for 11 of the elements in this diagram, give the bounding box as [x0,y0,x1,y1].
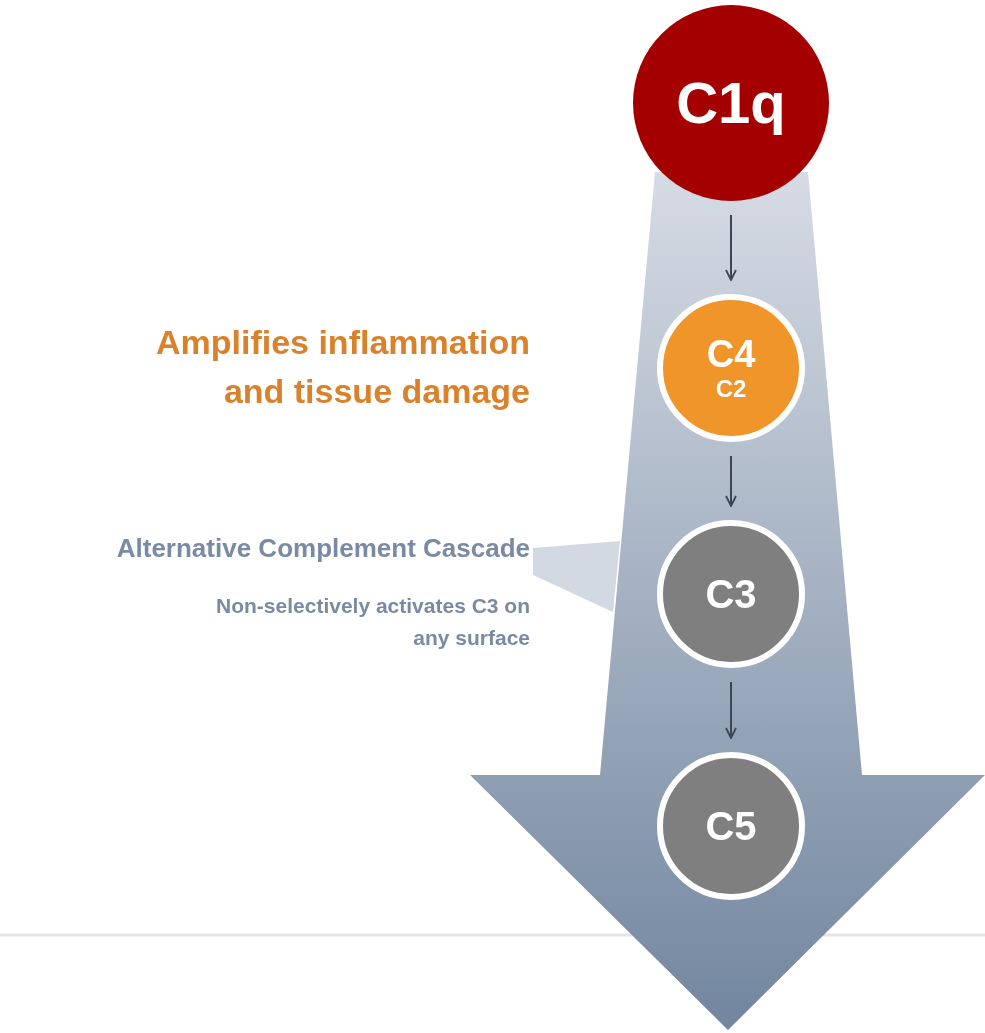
arrow [725,681,737,739]
annotation-text: Amplifies inflammation and tissue damage [154,322,530,413]
node-label: C4 [706,333,756,376]
node-label: C1q [676,71,786,135]
node-label: C5 [705,804,757,848]
arrow [725,214,737,281]
node-label: C2 [715,375,747,403]
arrow [725,455,737,507]
callout-description: Non-selectively activates C3 on any surface [215,593,530,651]
node-label: C3 [705,572,757,616]
callout-title: Alternative Complement Cascade [116,532,530,565]
